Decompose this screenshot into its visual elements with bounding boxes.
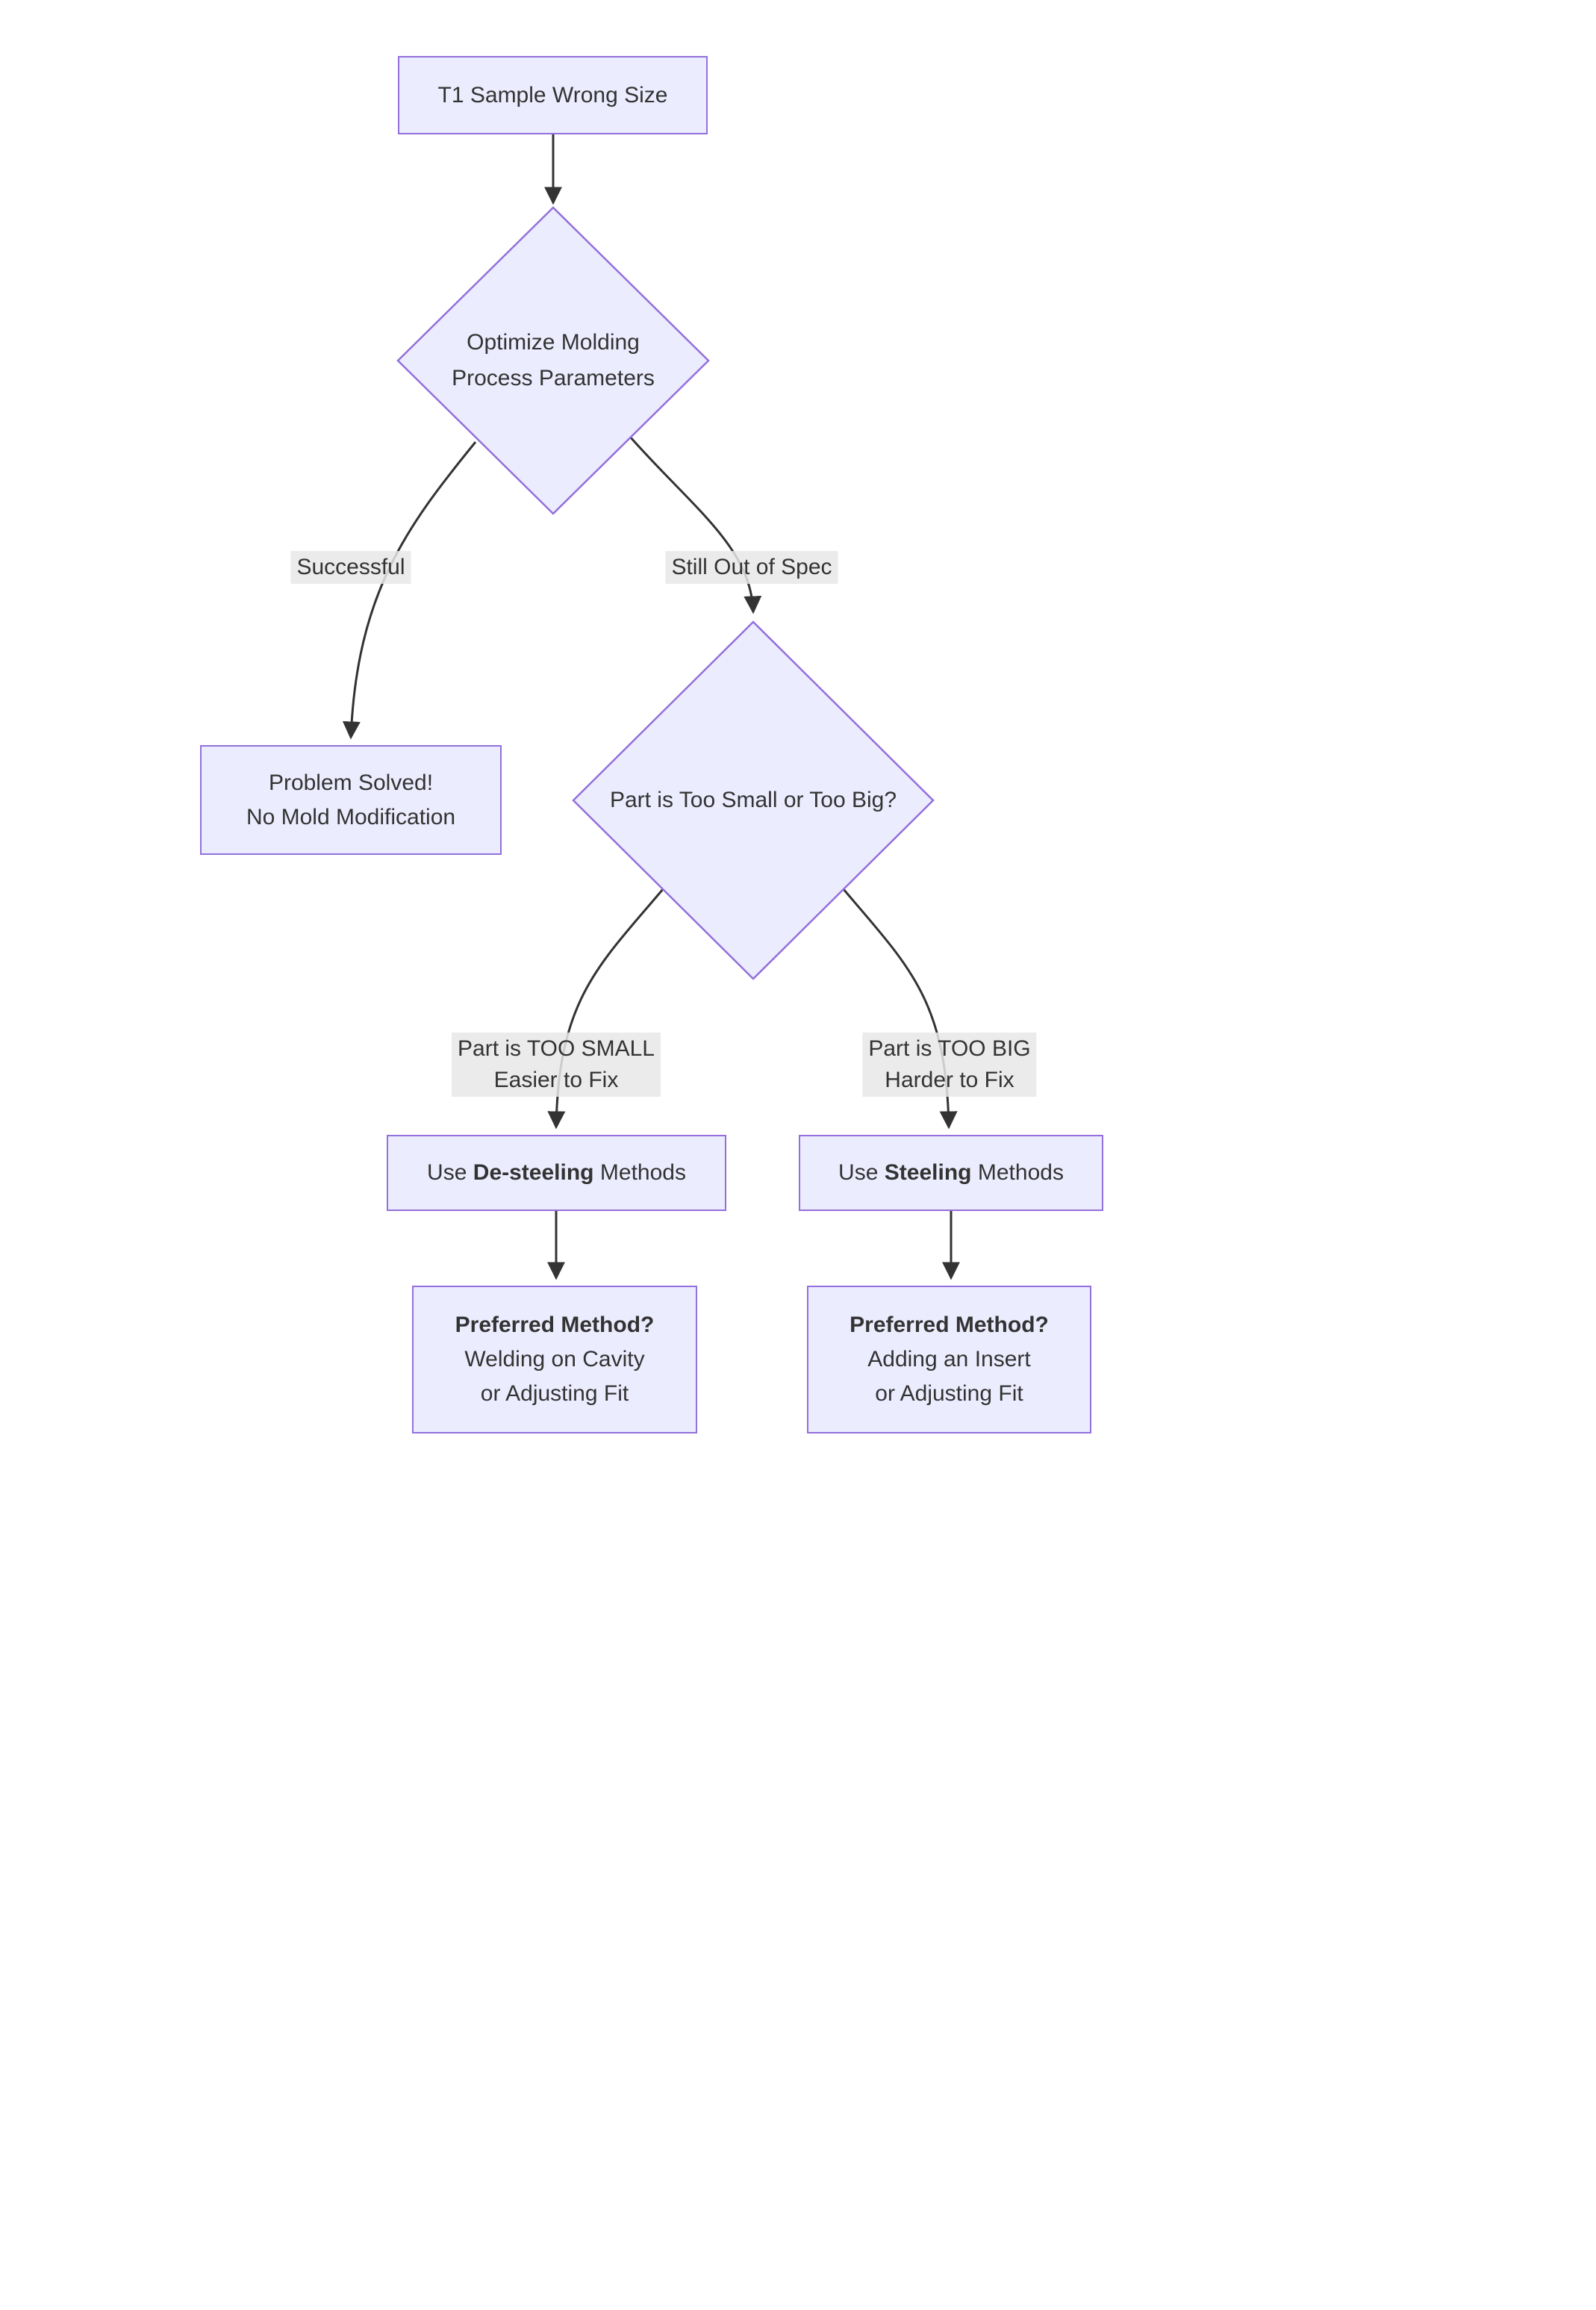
node-problem-solved-label: Problem Solved! No Mold Modification: [246, 770, 456, 829]
node-desteel-suffix: Methods: [599, 1160, 686, 1185]
node-desteel-prefix: Use: [427, 1160, 467, 1185]
node-start: T1 Sample Wrong Size: [398, 56, 708, 134]
node-start-label: T1 Sample Wrong Size: [437, 82, 668, 108]
node-desteel: Use De-steeling Methods: [387, 1135, 726, 1211]
node-desteel-method-detail: Welding on Cavity or Adjusting Fit: [464, 1347, 645, 1406]
node-problem-solved: Problem Solved! No Mold Modification: [200, 745, 502, 855]
edge-optimize-to-question: [629, 436, 762, 614]
edge-label-too-small: Part is TOO SMALL Easier to Fix: [452, 1033, 661, 1097]
node-steel-method-title: Preferred Method?: [850, 1313, 1049, 1337]
node-steel: Use Steeling Methods: [799, 1135, 1103, 1211]
decision-optimize-shape: [396, 206, 710, 515]
node-steel-method-detail: Adding an Insert or Adjusting Fit: [867, 1347, 1031, 1406]
node-desteel-method-title: Preferred Method?: [455, 1313, 655, 1337]
edge-label-successful: Successful: [290, 551, 411, 584]
node-desteel-emphasis: De-steeling: [473, 1160, 594, 1185]
node-steel-suffix: Methods: [977, 1160, 1064, 1185]
node-steel-method: Preferred Method? Adding an Insert or Ad…: [807, 1286, 1091, 1433]
edge-label-too-big: Part is TOO BIG Harder to Fix: [862, 1033, 1037, 1097]
decision-question-shape: [572, 620, 935, 980]
node-steel-prefix: Use: [838, 1160, 879, 1185]
node-desteel-method: Preferred Method? Welding on Cavity or A…: [412, 1286, 697, 1433]
edge-label-still-out-of-spec: Still Out of Spec: [665, 551, 838, 584]
edge-optimize-to-solved: [342, 441, 477, 740]
node-steel-emphasis: Steeling: [884, 1160, 972, 1185]
